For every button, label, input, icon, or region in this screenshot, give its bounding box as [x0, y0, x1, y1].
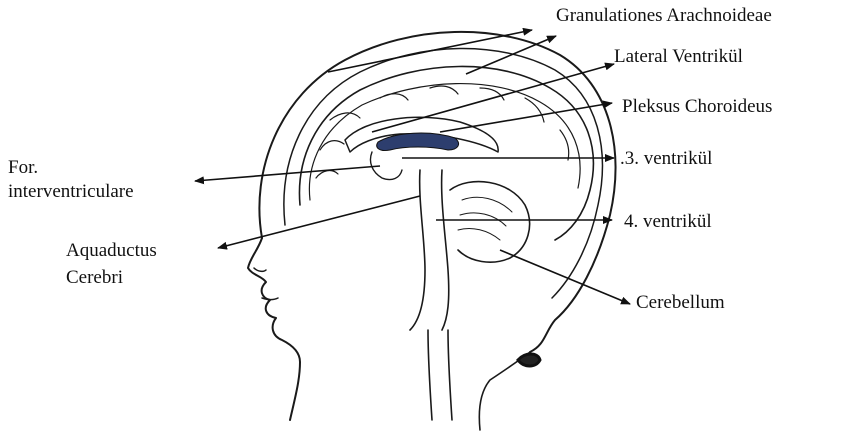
label-aquaductus-line2: Cerebri: [66, 267, 123, 289]
lips: [262, 298, 278, 300]
nostril: [254, 268, 266, 271]
cerebrum-outline: [299, 66, 593, 240]
arrow-cerebellum: [500, 250, 630, 304]
cerebellum-shape: [450, 182, 530, 263]
brainstem: [410, 170, 449, 330]
label-for-line1: For.: [8, 157, 38, 179]
arrow-granulationes-2: [466, 36, 556, 74]
arrow-aquaductus: [218, 196, 420, 248]
label-fourth-ventricle: 4. ventrikül: [624, 211, 712, 233]
label-for-line2: interventriculare: [8, 181, 134, 203]
label-lateral-ventricle: Lateral Ventrikül: [614, 46, 743, 68]
head-outline: [259, 32, 615, 352]
hair-tuft: [518, 354, 540, 366]
cerebellum-folia: [458, 197, 512, 240]
label-plexus-choroideus: Pleksus Choroideus: [622, 96, 772, 118]
label-aquaductus-line1: Aquaductus: [66, 240, 157, 262]
label-granulationes-arachnoideae: Granulationes Arachnoideae: [556, 5, 772, 27]
arrow-lateral-ventricle: [372, 64, 614, 132]
face-profile: [248, 238, 300, 420]
label-cerebellum: Cerebellum: [636, 292, 725, 314]
spinal-cord: [428, 330, 452, 420]
label-third-ventricle: .3. ventrikül: [620, 148, 712, 170]
